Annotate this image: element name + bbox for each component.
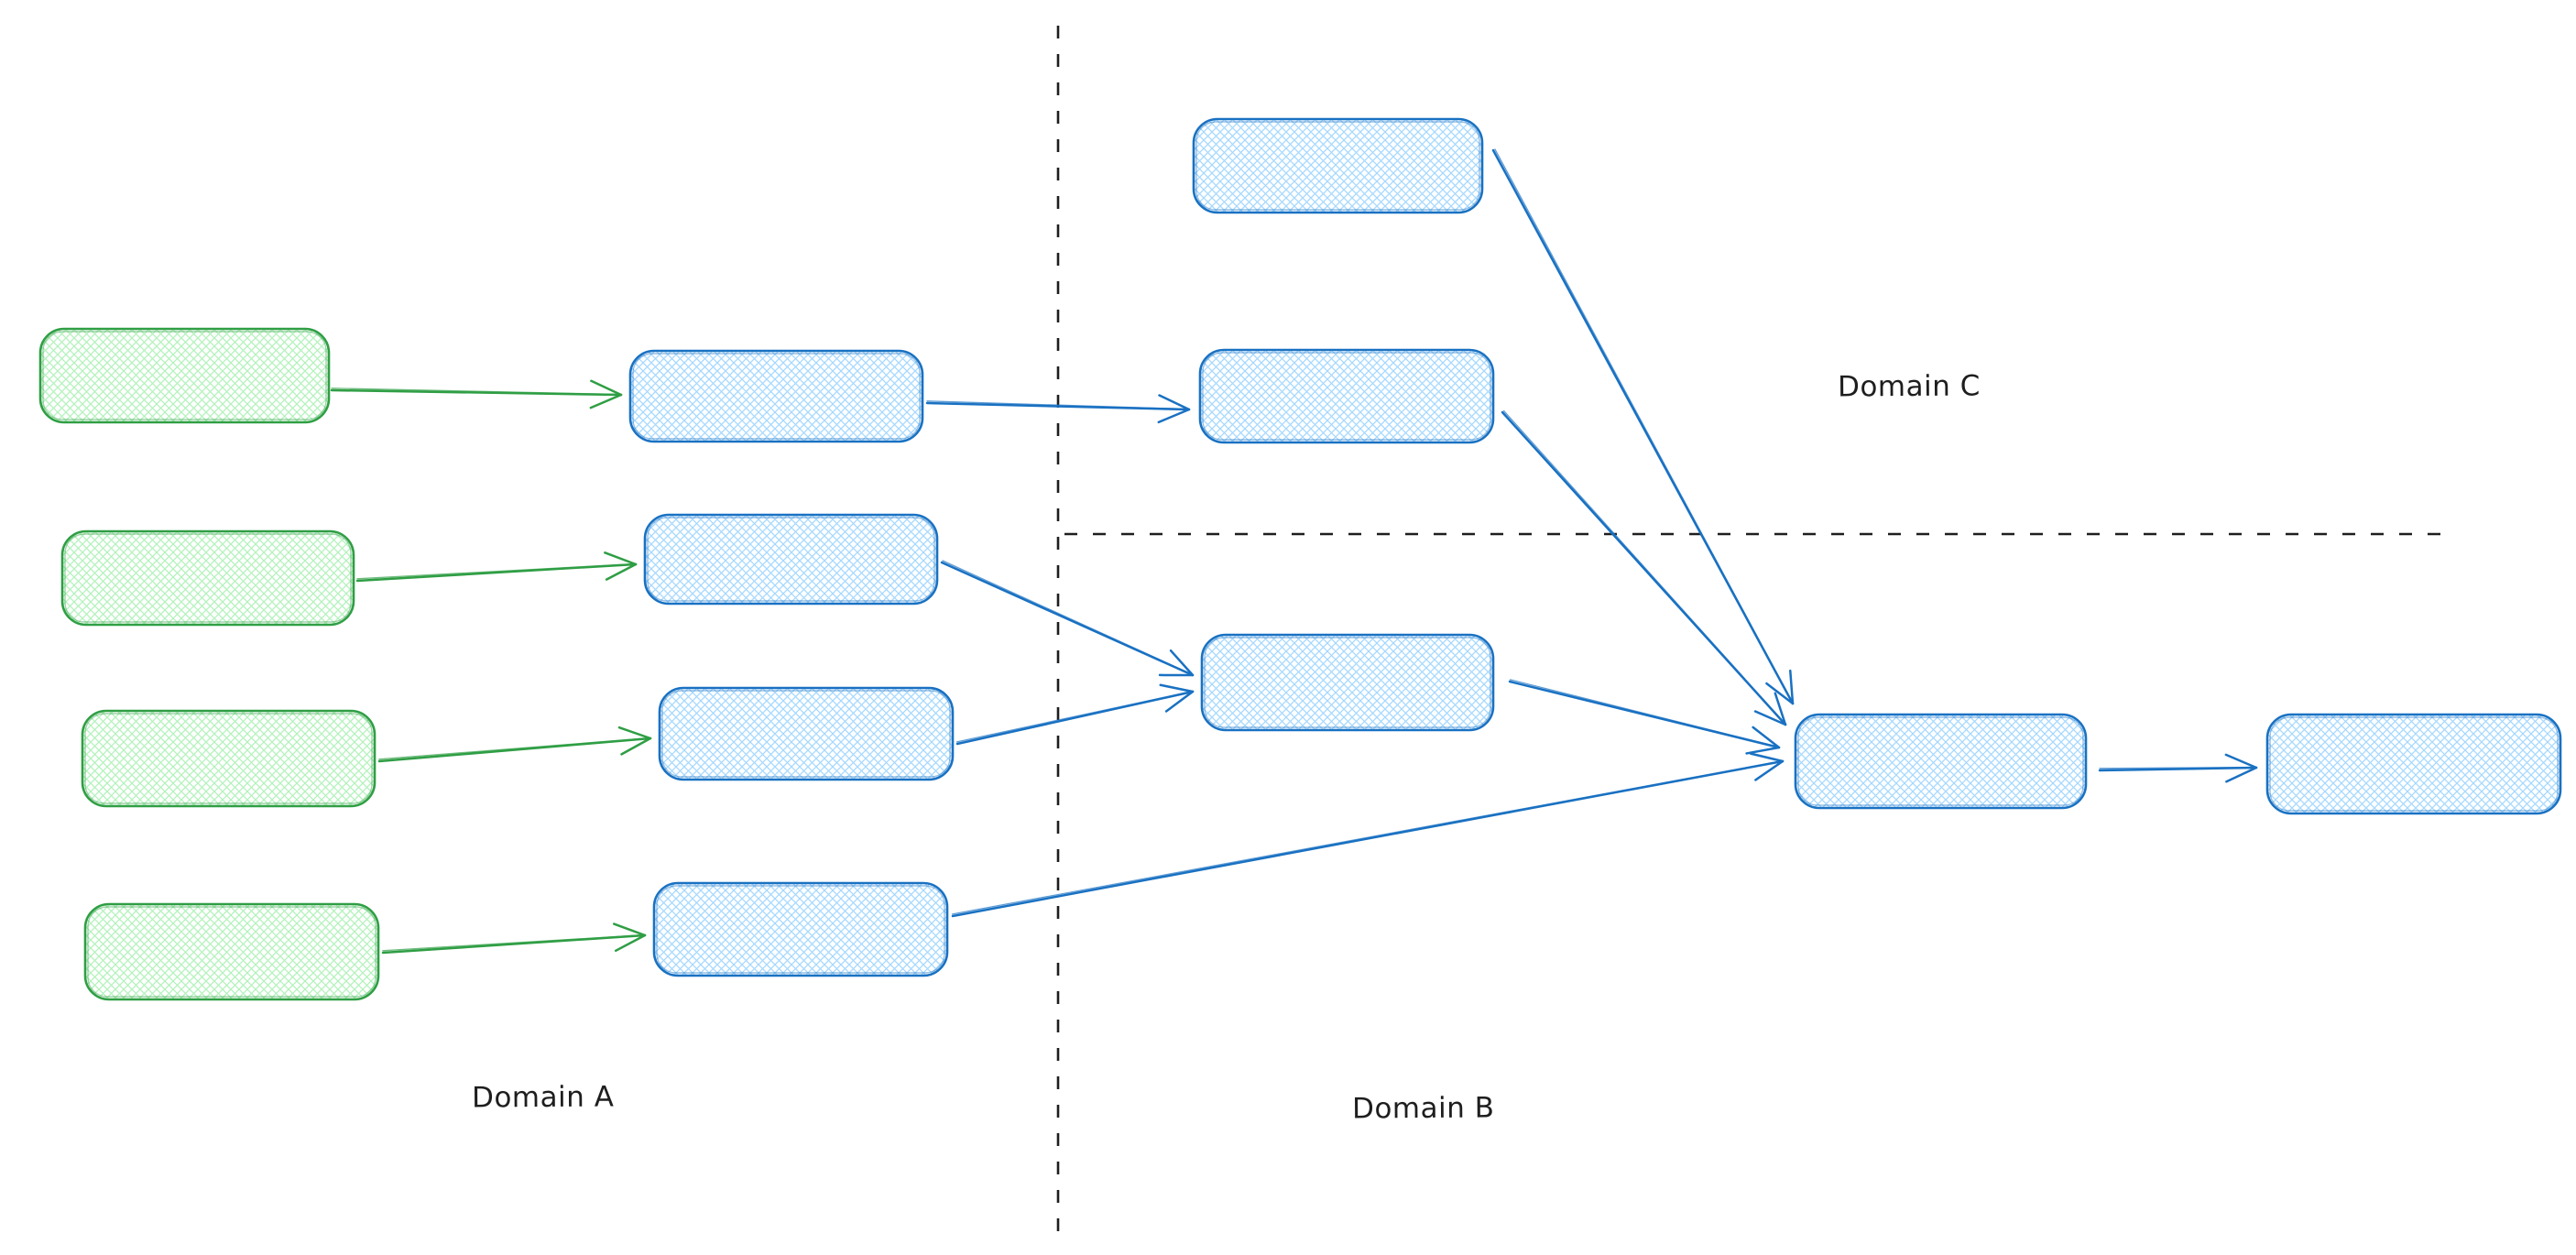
node-domain-c-final <box>2265 713 2562 815</box>
domain-a-label: Domain A <box>471 1080 615 1115</box>
edge-merge-final <box>2098 753 2258 783</box>
node-domain-a-step-1 <box>628 349 924 443</box>
edge-source2-step2 <box>355 551 638 583</box>
edge-source1-step1 <box>330 379 623 409</box>
edge-b1-merge <box>1491 148 1795 705</box>
node-domain-b-1 <box>1192 117 1484 214</box>
domain-b-label: Domain B <box>1351 1091 1495 1126</box>
node-domain-a-source-4 <box>83 902 380 1001</box>
edge-step1-b2 <box>925 394 1191 424</box>
edge-source3-step3 <box>377 726 652 763</box>
edge-step4-merge <box>951 752 1785 918</box>
domain-c-label: Domain C <box>1837 369 1981 404</box>
node-domain-a-source-2 <box>60 529 355 627</box>
edge-step2-b3 <box>940 560 1195 677</box>
edge-step3-b3 <box>955 683 1195 746</box>
node-domain-a-source-1 <box>38 327 331 424</box>
node-domain-b-2 <box>1198 348 1495 444</box>
node-domain-c-merge <box>1794 713 2088 810</box>
node-domain-a-step-4 <box>652 881 949 977</box>
node-domain-a-step-3 <box>658 686 955 781</box>
node-domain-a-step-2 <box>643 513 939 606</box>
node-domain-a-source-3 <box>81 709 377 808</box>
edge-b2-merge <box>1501 409 1787 726</box>
node-domain-b-3 <box>1200 633 1495 732</box>
edge-b3-merge <box>1508 679 1781 755</box>
edge-source4-step4 <box>381 922 647 955</box>
